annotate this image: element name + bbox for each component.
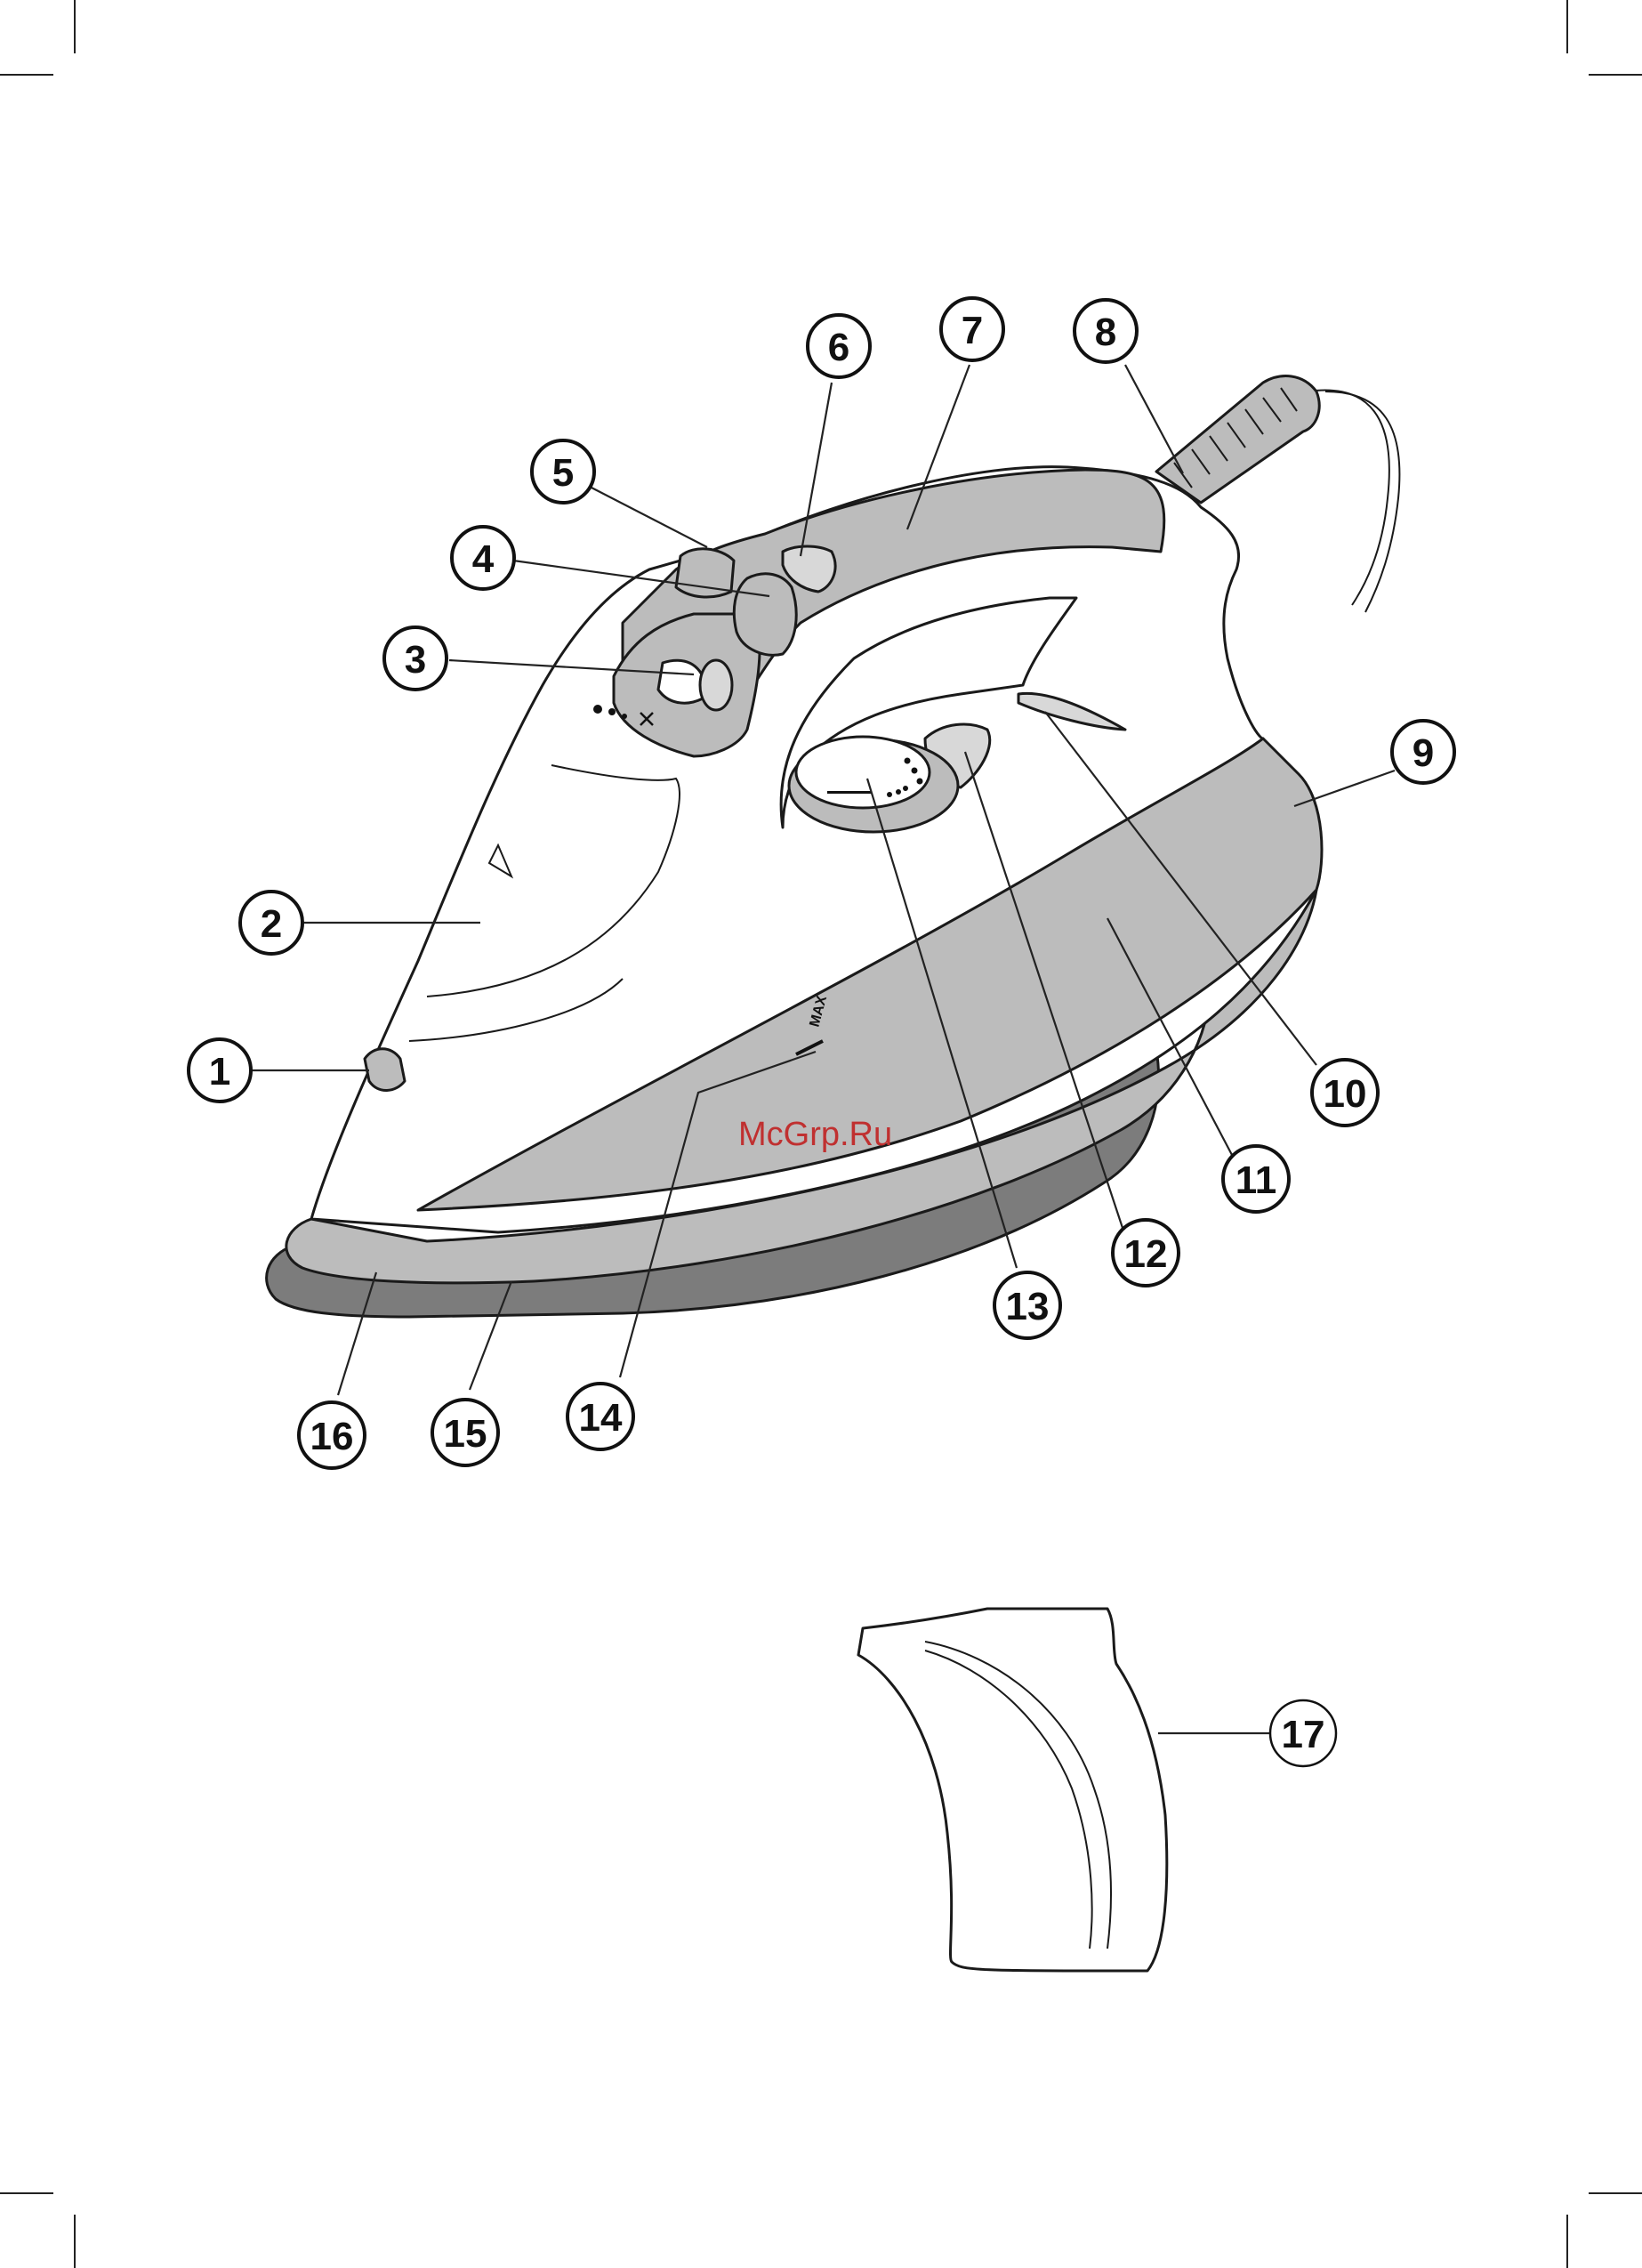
- callout-10-label: 10: [1324, 1072, 1367, 1116]
- callout-15: 15: [432, 1400, 498, 1465]
- power-cord: [1308, 391, 1389, 606]
- callout-17: 17: [1270, 1700, 1336, 1766]
- cord-guard: [1156, 376, 1319, 503]
- cord-cover-part: [858, 1609, 1167, 1971]
- temperature-dial: [796, 737, 930, 808]
- callout-11: 11: [1223, 1146, 1289, 1212]
- callout-5: 5: [532, 440, 594, 503]
- callout-12: 12: [1113, 1220, 1179, 1286]
- spray-button: [658, 660, 703, 703]
- callout-1-label: 1: [209, 1050, 230, 1094]
- callout-7: 7: [941, 298, 1003, 360]
- callout-15-label: 15: [444, 1412, 487, 1456]
- callout-6: 6: [808, 315, 870, 377]
- callout-3-label: 3: [405, 638, 426, 682]
- callout-16: 16: [299, 1402, 365, 1468]
- callout-10: 10: [1312, 1060, 1378, 1126]
- callout-17-label: 17: [1282, 1713, 1325, 1756]
- watermark: McGrp.Ru: [738, 1116, 892, 1153]
- callout-1: 1: [189, 1039, 251, 1102]
- callout-13: 13: [994, 1272, 1060, 1338]
- callout-7-label: 7: [962, 309, 983, 352]
- callout-11-label: 11: [1236, 1158, 1277, 1202]
- callout-8-label: 8: [1095, 311, 1116, 354]
- callout-5-label: 5: [552, 451, 574, 495]
- spray-nozzle: [365, 1049, 405, 1091]
- callout-2: 2: [240, 892, 302, 954]
- callout-14: 14: [567, 1384, 633, 1449]
- callout-13-label: 13: [1006, 1285, 1050, 1328]
- callout-4-label: 4: [472, 537, 495, 581]
- steam-control-knob: [734, 574, 796, 655]
- callout-4: 4: [452, 527, 514, 589]
- callout-9: 9: [1392, 721, 1454, 783]
- callout-2-label: 2: [261, 902, 282, 946]
- callout-3: 3: [384, 627, 447, 690]
- callout-8: 8: [1075, 300, 1137, 362]
- callout-9-label: 9: [1413, 731, 1434, 775]
- callout-16-label: 16: [310, 1415, 354, 1458]
- callout-12-label: 12: [1124, 1232, 1168, 1276]
- callout-6-label: 6: [828, 326, 849, 369]
- cord-cover-outline: [858, 1609, 1167, 1971]
- callout-14-label: 14: [579, 1396, 623, 1440]
